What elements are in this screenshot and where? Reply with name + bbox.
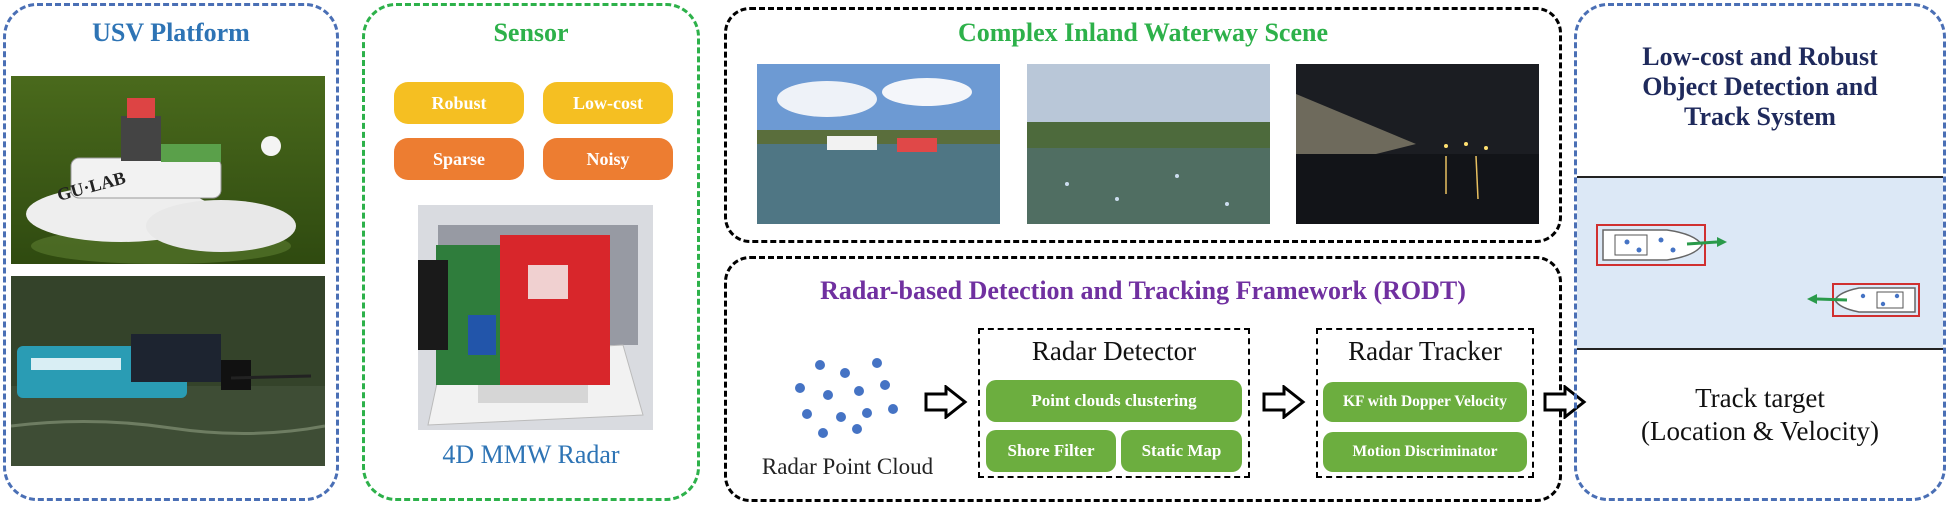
radar-tracker-title: Radar Tracker xyxy=(1348,336,1502,366)
tag-sparse: Sparse xyxy=(394,138,524,180)
usv-photo-2 xyxy=(11,276,325,466)
framework-title: Radar-based Detection and Tracking Frame… xyxy=(820,276,1466,305)
output-title: Low-cost and Robust Object Detection and… xyxy=(1574,42,1946,132)
boat-icon xyxy=(1596,224,1727,266)
step-shore-filter: Shore Filter xyxy=(986,430,1116,472)
tag-robust: Robust xyxy=(394,82,524,124)
radar-photo xyxy=(418,205,653,430)
usv-photo-1: GU·LAB xyxy=(11,76,325,264)
point-cloud-dot xyxy=(840,368,850,378)
point-cloud-dot xyxy=(823,390,833,400)
scene-panel xyxy=(724,7,1562,243)
point-cloud-dot xyxy=(818,428,828,438)
point-cloud-dot xyxy=(854,386,864,396)
point-cloud-label: Radar Point Cloud xyxy=(761,454,934,479)
output-title-line: Track System xyxy=(1684,102,1836,131)
framework-panel xyxy=(724,256,1562,502)
track-target-label: Track target (Location & Velocity) xyxy=(1574,382,1946,448)
point-cloud-dot xyxy=(862,408,872,418)
point-cloud-dot xyxy=(836,412,846,422)
scene-photo-night xyxy=(1296,64,1539,224)
point-cloud-dot xyxy=(795,383,805,393)
point-cloud-dot xyxy=(880,380,890,390)
point-cloud-dot xyxy=(872,358,882,368)
arrow-right-icon xyxy=(1262,385,1306,419)
usv-platform-panel xyxy=(3,3,339,501)
track-target-line: (Location & Velocity) xyxy=(1641,416,1879,446)
radar-caption: 4D MMW Radar xyxy=(442,440,620,469)
track-target-line: Track target xyxy=(1695,383,1825,413)
step-kf-doppler-velocity: KF with Dopper Velocity xyxy=(1323,382,1527,422)
tag-low-cost: Low-cost xyxy=(543,82,673,124)
point-cloud-dot xyxy=(802,409,812,419)
scene-photo-cloudy xyxy=(1027,64,1270,224)
scene-photo-day xyxy=(757,64,1000,224)
step-motion-discriminator: Motion Discriminator xyxy=(1323,432,1527,472)
boat-icon xyxy=(1807,283,1920,317)
output-title-line: Object Detection and xyxy=(1642,72,1878,101)
radar-detector-box xyxy=(978,328,1250,478)
usv-platform-title: USV Platform xyxy=(92,18,250,47)
output-panel xyxy=(1574,3,1946,501)
step-static-map: Static Map xyxy=(1121,430,1242,472)
tracking-visual xyxy=(1577,176,1943,350)
arrow-right-icon xyxy=(924,385,968,419)
radar-tracker-box xyxy=(1316,328,1534,478)
step-point-clouds-clustering: Point clouds clustering xyxy=(986,380,1242,422)
output-title-line: Low-cost and Robust xyxy=(1642,42,1878,71)
tag-noisy: Noisy xyxy=(543,138,673,180)
radar-detector-title: Radar Detector xyxy=(1031,336,1197,366)
point-cloud-dot xyxy=(852,424,862,434)
sensor-panel xyxy=(362,3,700,501)
scene-title: Complex Inland Waterway Scene xyxy=(957,18,1329,47)
point-cloud-dot xyxy=(888,404,898,414)
point-cloud-dot xyxy=(815,360,825,370)
sensor-title: Sensor xyxy=(493,18,569,47)
